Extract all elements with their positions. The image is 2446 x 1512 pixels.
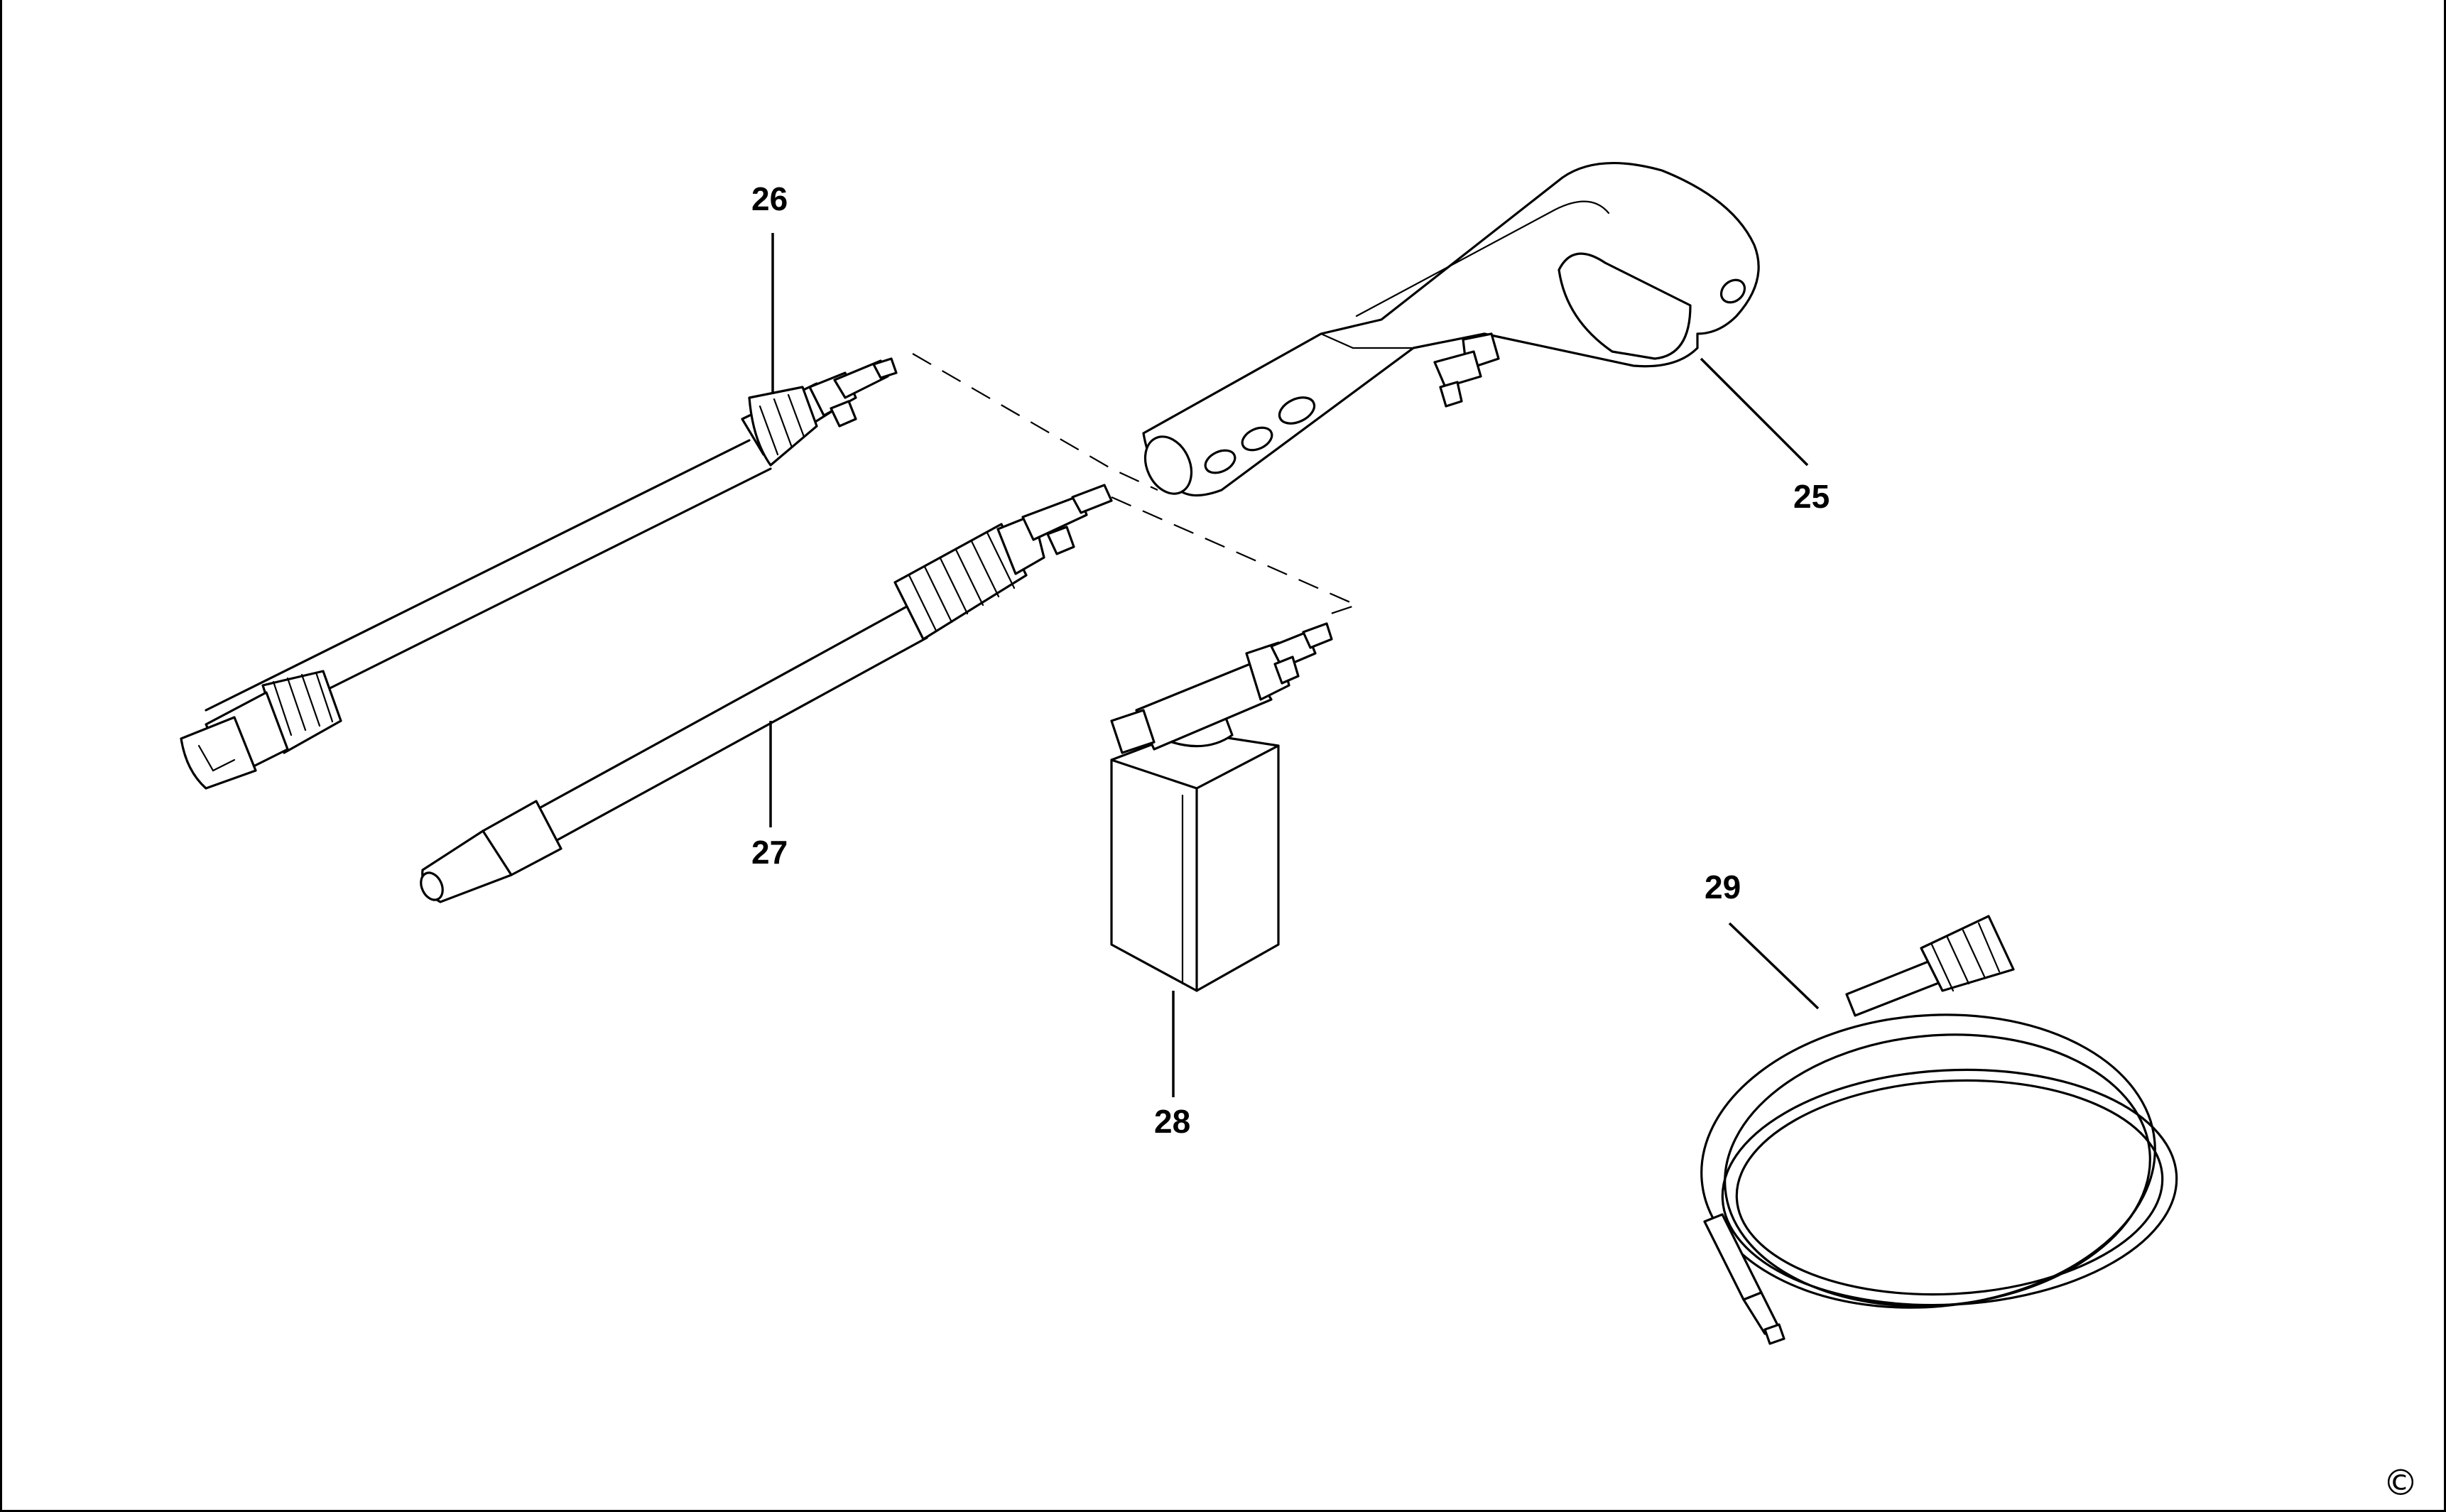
leader-lines xyxy=(769,233,1820,1097)
part-label-25: 25 xyxy=(1793,478,1830,515)
detergent-bottle-icon xyxy=(1110,622,1333,992)
part-label-29: 29 xyxy=(1705,869,1741,905)
part-label-26: 26 xyxy=(751,180,788,217)
copyright-symbol: © xyxy=(2383,1462,2418,1503)
part-labels: 26 25 27 28 29 xyxy=(751,180,1830,1140)
lance-adjustable-nozzle-icon xyxy=(180,357,898,790)
high-pressure-hose-icon xyxy=(1700,915,2178,1345)
lance-turbo-nozzle-icon xyxy=(420,484,1113,903)
assembly-guide-lines xyxy=(912,353,1359,616)
part-label-28: 28 xyxy=(1154,1103,1190,1140)
part-label-27: 27 xyxy=(751,834,788,871)
spray-gun-handle-icon xyxy=(1142,162,1760,497)
